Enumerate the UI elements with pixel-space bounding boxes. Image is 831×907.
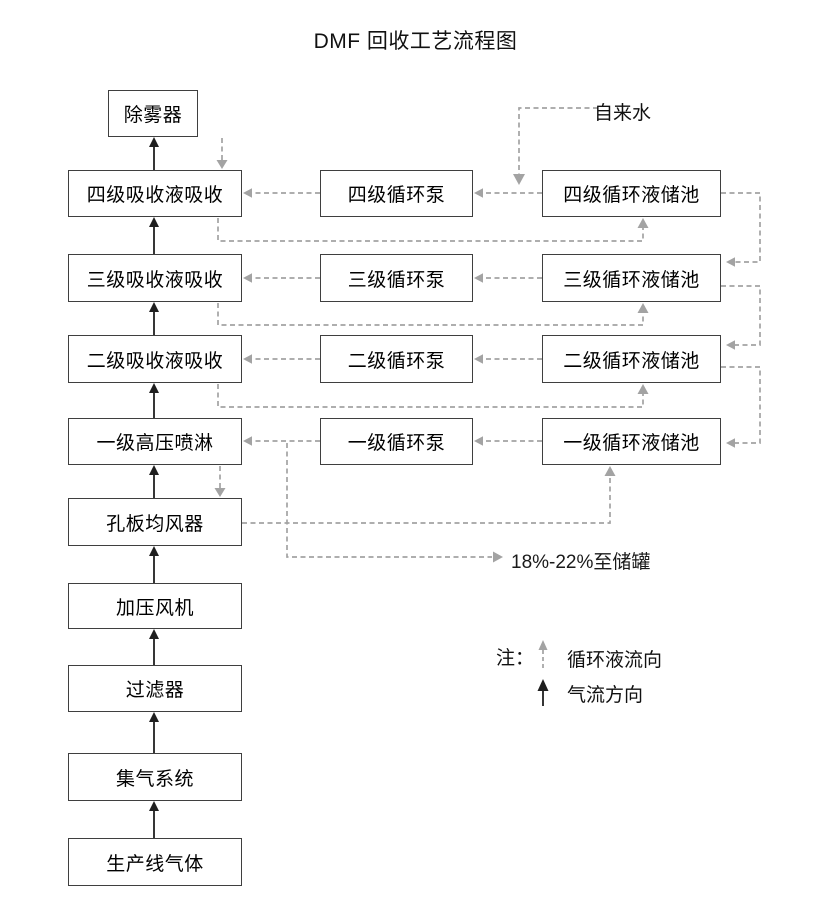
legend-note-label: 注：	[496, 648, 535, 669]
gas-arrowhead-up	[149, 383, 159, 393]
liquid-arrowhead-left	[726, 340, 735, 350]
liquid-return-absorb3-pool3	[217, 303, 644, 326]
gas-arrowhead-up	[149, 629, 159, 639]
liquid-line-tap-water	[518, 107, 598, 174]
process-box-spray1: 一级高压喷淋	[68, 418, 242, 465]
liquid-flow-lines	[217, 107, 761, 668]
liquid-return-distributor-pool1	[242, 476, 611, 524]
liquid-cascade-pool4-pool3	[721, 192, 761, 263]
liquid-return-absorb4-pool4	[217, 218, 644, 242]
process-box-absorb3: 三级吸收液吸收	[68, 254, 242, 302]
process-box-demister: 除雾器	[108, 90, 198, 137]
diagram-title: DMF 回收工艺流程图	[313, 30, 518, 53]
to-storage-tank-label: 18%-22%至储罐	[511, 552, 651, 573]
process-box-filter: 过滤器	[68, 665, 242, 712]
liquid-arrowhead-down	[214, 488, 226, 497]
liquid-arrowhead-left	[726, 438, 735, 448]
process-box-pump4: 四级循环泵	[320, 170, 473, 217]
tap-water-label: 自来水	[594, 103, 652, 124]
liquid-return-absorb2-pool2	[217, 384, 644, 408]
gas-arrowhead-up	[149, 465, 159, 475]
gas-arrowhead-up	[149, 137, 159, 147]
liquid-arrowhead-left	[474, 436, 483, 446]
liquid-arrowhead-left	[243, 354, 252, 364]
process-box-fan: 加压风机	[68, 583, 242, 629]
process-box-pool2: 二级循环液储池	[542, 335, 721, 383]
gas-arrowhead-up	[149, 302, 159, 312]
liquid-arrowhead-left	[243, 273, 252, 283]
liquid-arrowhead-up	[637, 384, 649, 394]
gas-flow-lines	[149, 137, 549, 838]
liquid-arrowhead-left	[243, 188, 252, 198]
liquid-arrowhead-left	[474, 354, 483, 364]
liquid-arrowhead-left	[243, 436, 252, 446]
process-box-absorb4: 四级吸收液吸收	[68, 170, 242, 217]
process-box-distributor: 孔板均风器	[68, 498, 242, 546]
liquid-arrowhead-up	[604, 466, 616, 476]
gas-arrowhead-up	[149, 217, 159, 227]
process-box-source: 生产线气体	[68, 838, 242, 886]
liquid-arrowhead-left	[474, 273, 483, 283]
process-box-absorb2: 二级吸收液吸收	[68, 335, 242, 383]
process-box-pool3: 三级循环液储池	[542, 254, 721, 302]
liquid-arrowhead-down	[216, 160, 228, 169]
liquid-arrowhead-down-tapwater	[513, 174, 525, 185]
liquid-arrowhead-up	[637, 218, 649, 228]
process-box-gas-collection: 集气系统	[68, 753, 242, 801]
liquid-cascade-pool3-pool2	[721, 285, 761, 346]
gas-arrowhead-up	[149, 712, 159, 722]
legend-gas-flow-label: 气流方向	[567, 685, 644, 706]
legend-gas-arrowhead	[537, 679, 549, 691]
legend-liquid-flow-label: 循环液流向	[567, 650, 663, 671]
liquid-arrowheads	[214, 160, 735, 650]
liquid-arrowhead-left	[474, 188, 483, 198]
process-box-pump2: 二级循环泵	[320, 335, 473, 383]
process-box-pump1: 一级循环泵	[320, 418, 473, 465]
liquid-arrowhead-right	[493, 551, 503, 563]
liquid-line-to-storage-tank	[286, 443, 492, 558]
liquid-arrowhead-up	[637, 303, 649, 313]
legend-liquid-arrowhead	[538, 640, 548, 650]
liquid-cascade-pool2-pool1	[721, 366, 761, 444]
gas-arrowhead-up	[149, 801, 159, 811]
process-box-pool4: 四级循环液储池	[542, 170, 721, 217]
liquid-arrowhead-left	[726, 257, 735, 267]
gas-arrowhead-up	[149, 546, 159, 556]
process-box-pump3: 三级循环泵	[320, 254, 473, 302]
process-box-pool1: 一级循环液储池	[542, 418, 721, 465]
